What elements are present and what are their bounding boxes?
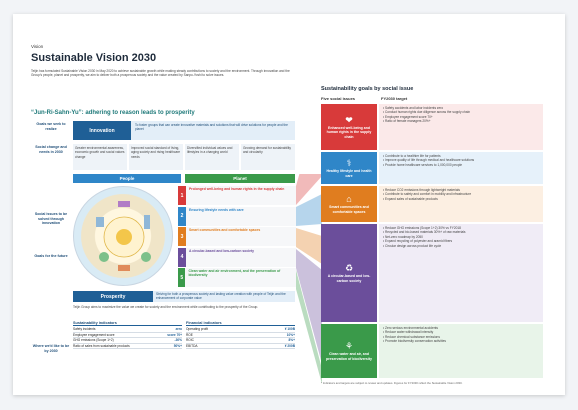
kpi-row: ROIC 8%+ — [186, 338, 295, 344]
row-label-issues: Social issues to be solved through innov… — [34, 212, 68, 226]
issue-smart-communities: ⌂ Smart communities and comfortable spac… — [321, 186, 377, 222]
kpi-row: GHG emissions (Scope 1+2) -30% — [73, 338, 182, 344]
footnote: * Indicators and targets are subject to … — [321, 381, 463, 385]
circle-illustration-icon — [96, 201, 151, 271]
goal-text: A circular-based and low-carbon society — [189, 248, 255, 253]
goal-text: Ensuring lifestyle needs with care — [189, 207, 244, 212]
issue-healthy-lifestyle: ⚕ Healthy lifestyle and health care — [321, 152, 377, 184]
planet-header: Planet — [185, 174, 295, 183]
kpi-label: Safety incidents — [73, 327, 96, 331]
kpi-value: 10%+ — [286, 332, 295, 337]
social-col: Diversified individual values and lifest… — [185, 144, 239, 170]
innovation-label: Innovation — [73, 121, 131, 140]
innovation-row: Innovation To foster groups that can cre… — [73, 121, 295, 140]
intro-paragraph: Teijin has formulated Sustainable Vision… — [31, 69, 290, 78]
row-label-kpi: Where we'd like to be by 2030 — [32, 344, 70, 353]
goal-item: 2 Ensuring lifestyle needs with care — [178, 206, 296, 226]
target-smart-communities: • Reduce CO2 emissions through lightweig… — [379, 186, 543, 222]
leaf-icon: ⚘ — [344, 341, 354, 352]
goal-item: 1 Prolonged well-being and human rights … — [178, 186, 296, 205]
goal-number: 2 — [178, 206, 186, 226]
kpi-row: EBITDA ¥ 200B — [186, 344, 295, 350]
issue-label: Healthy lifestyle and health care — [326, 169, 372, 178]
goal-text: Smart communities and comfortable spaces — [189, 228, 261, 232]
kpi-table-title: Sustainability indicators — [73, 321, 182, 326]
illustration-circle — [73, 186, 173, 286]
issue-label: A circular-based and low-carbon society — [327, 274, 371, 283]
financial-kpi-table: Financial indicators Operating profit ¥ 1… — [186, 321, 295, 350]
kpi-row: Operating profit ¥ 100B — [186, 327, 295, 333]
kpi-label: Employee engagement score — [73, 332, 115, 337]
slogan: “Jun-Ri-Sahn-Yu”: adhering to reason lea… — [31, 110, 195, 116]
goal-item: 5 Clean water and air environment, and t… — [178, 268, 296, 287]
sustainability-kpi-table: Sustainability indicators Safety inciden… — [73, 321, 182, 350]
prosperity-row: Prosperity Striving for both a prosperou… — [73, 291, 295, 302]
issue-label: Smart communities and comfortable spaces — [329, 205, 369, 214]
kpi-value: score 70+ — [167, 332, 182, 337]
issue-human-rights: ❤ Enhanced well-being and human rights i… — [321, 104, 377, 150]
kpi-value: -30% — [174, 338, 182, 343]
kpi-label: GHG emissions (Scope 1+2) — [73, 338, 114, 343]
kpi-value: ¥ 100B — [284, 327, 295, 331]
issue-clean-environment: ⚘ Clean water and air, and preservation … — [321, 324, 377, 378]
right-section-title: Sustainability goals by social issue — [321, 86, 414, 92]
target-clean-environment: • Zero serious environmental accidents •… — [379, 324, 543, 378]
kpi-row: Safety incidents zero — [73, 327, 182, 333]
issue-label: Enhanced well-being and human rights in … — [326, 126, 372, 139]
row-label-future: Goals for the future — [34, 254, 68, 258]
innovation-desc: To foster groups that can create innovat… — [131, 121, 295, 140]
goal-item: 4 A circular-based and low-carbon societ… — [178, 247, 296, 267]
row-label-goals-realize: Goals we seek to realize — [36, 122, 66, 131]
building-icon: ⌂ — [346, 194, 352, 205]
kpi-label: ROE — [186, 332, 193, 337]
people-header: People — [73, 174, 181, 183]
goal-number: 4 — [178, 247, 186, 267]
goal-text: Prolonged well-being and human rights in… — [189, 187, 285, 191]
target-healthy-lifestyle: • Contribute to a healthier life for pat… — [379, 152, 543, 184]
prosperity-label: Prosperity — [73, 291, 153, 302]
kpi-row: Ratio of sales from sustainable products… — [73, 344, 182, 350]
page-title: Sustainable Vision 2030 — [31, 52, 157, 64]
recycle-icon: ♻ — [344, 263, 354, 274]
goal-number: 1 — [178, 186, 186, 205]
column-header-target: FY2030 target — [381, 96, 408, 101]
row-label-social-change: Social change and needs in 2030 — [35, 145, 67, 154]
social-col: Greater environmental awareness, economi… — [73, 144, 127, 170]
kpi-label: Ratio of sales from sustainable products — [73, 343, 130, 348]
column-header-issues: Five social issues — [321, 96, 356, 101]
goal-text: Clean water and air environment, and the… — [188, 269, 281, 278]
kpi-note: Teijin Group aims to maximize the value … — [73, 305, 259, 309]
handshake-icon: ❤ — [345, 115, 353, 126]
goal-number: 5 — [178, 268, 186, 287]
target-circular-society: • Reduce GHG emissions (Scope 1+2) 30% v… — [379, 224, 543, 322]
heart-icon: ⚕ — [346, 158, 352, 169]
kpi-label: EBITDA — [186, 343, 198, 348]
kpi-label: Operating profit — [186, 327, 208, 331]
social-col: Improved social standard of living, agin… — [129, 144, 183, 170]
prosperity-desc: Striving for both a prosperous society a… — [153, 291, 295, 302]
issue-label: Clean water and air, and preservation of… — [326, 352, 372, 361]
issue-circular-society: ♻ A circular-based and low-carbon societ… — [321, 224, 377, 322]
report-page: Vision Sustainable Vision 2030 Teijin ha… — [13, 14, 565, 395]
kpi-row: ROE 10%+ — [186, 333, 295, 339]
kpi-value: zero — [175, 327, 182, 331]
social-change-columns: Greater environmental awareness, economi… — [73, 144, 295, 170]
kpi-value: 8%+ — [288, 338, 295, 343]
connector-fan — [296, 174, 322, 384]
kpi-table-title: Financial indicators — [186, 321, 295, 326]
section-label: Vision — [31, 44, 44, 49]
kpi-label: ROIC — [186, 338, 194, 343]
kpi-value: 50%+ — [173, 343, 182, 348]
goal-item: 3 Smart communities and comfortable spac… — [178, 227, 296, 246]
goal-number: 3 — [178, 227, 186, 246]
social-col: Growing demand for sustainability and ci… — [241, 144, 295, 170]
kpi-value: ¥ 200B — [284, 343, 295, 348]
kpi-row: Employee engagement score score 70+ — [73, 333, 182, 339]
goal-list: 1 Prolonged well-being and human rights … — [178, 186, 296, 289]
target-human-rights: • Safety accidents and labor incidents z… — [379, 104, 543, 150]
